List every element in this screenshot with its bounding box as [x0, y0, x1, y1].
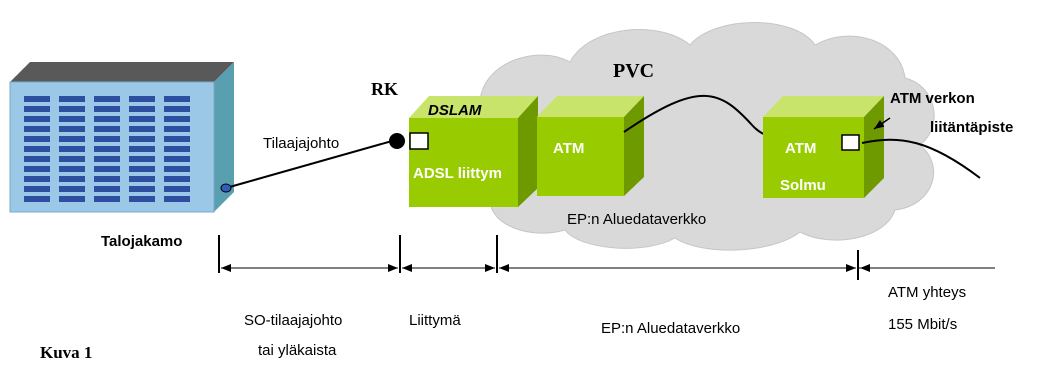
building-window — [129, 116, 155, 122]
atm-external-line — [861, 138, 981, 179]
dslam-box — [409, 96, 538, 207]
rk-label: RK — [371, 79, 398, 99]
adsl-label: ADSL liittym — [413, 165, 502, 182]
building-window — [59, 116, 85, 122]
building-window — [129, 96, 155, 102]
building-window — [94, 156, 120, 162]
building-window — [164, 176, 190, 182]
building-window — [24, 196, 50, 202]
building-window — [59, 96, 85, 102]
dslam-port — [409, 132, 429, 150]
building-window — [164, 156, 190, 162]
segment-liittyma: Liittymä — [409, 312, 461, 329]
talojakamo-connector — [220, 183, 232, 193]
building-window — [94, 186, 120, 192]
building-window — [24, 146, 50, 152]
talojakamo-label: Talojakamo — [101, 233, 182, 250]
building-window — [164, 186, 190, 192]
building-window — [94, 166, 120, 172]
segment-so-line1: SO-tilaajajohto — [244, 312, 342, 329]
building-window — [24, 116, 50, 122]
building-window — [59, 136, 85, 142]
building-window — [24, 96, 50, 102]
building-window — [129, 166, 155, 172]
segment-so-line2: tai yläkaista — [258, 342, 337, 359]
solmu-port — [841, 134, 860, 151]
building-window — [59, 126, 85, 132]
building-window — [59, 196, 85, 202]
tilaajajohto-line — [225, 140, 393, 189]
building-window — [129, 126, 155, 132]
building-window — [59, 146, 85, 152]
building-window — [59, 166, 85, 172]
building-window — [164, 196, 190, 202]
building-window — [94, 136, 120, 142]
atm-left-label: ATM — [553, 140, 584, 157]
building-window — [94, 116, 120, 122]
building-window — [94, 146, 120, 152]
pvc-label: PVC — [613, 60, 654, 82]
dimension-lines — [218, 235, 995, 280]
building-window — [164, 166, 190, 172]
rk-connector — [389, 133, 405, 149]
building-window — [129, 136, 155, 142]
building-windows — [24, 96, 190, 202]
building-window — [24, 166, 50, 172]
building-window — [59, 186, 85, 192]
building-window — [59, 176, 85, 182]
building-window — [129, 176, 155, 182]
liitantapiste-arrow — [873, 117, 891, 130]
building-window — [164, 116, 190, 122]
segment-ep: EP:n Aluedataverkko — [601, 320, 740, 337]
building-window — [129, 156, 155, 162]
cloud-label: EP:n Aluedataverkko — [567, 211, 706, 228]
building-window — [129, 106, 155, 112]
building-window — [24, 126, 50, 132]
tilaajajohto-label: Tilaajajohto — [263, 135, 339, 152]
building-window — [164, 136, 190, 142]
building-window — [129, 186, 155, 192]
building-window — [24, 106, 50, 112]
building-window — [94, 196, 120, 202]
building-window — [24, 156, 50, 162]
building — [9, 62, 234, 213]
solmu-label: Solmu — [780, 177, 826, 194]
building-window — [94, 96, 120, 102]
building-window — [164, 126, 190, 132]
figure-caption: Kuva 1 — [40, 343, 92, 362]
atm-verkon-label: ATM verkon — [890, 90, 975, 107]
building-window — [164, 106, 190, 112]
segment-atm-line1: ATM yhteys — [888, 284, 966, 301]
dslam-label: DSLAM — [428, 102, 482, 119]
building-window — [59, 106, 85, 112]
atm-right-label: ATM — [785, 140, 816, 157]
liitantapiste-label: liitäntäpiste — [930, 119, 1013, 136]
building-window — [24, 186, 50, 192]
building-window — [164, 146, 190, 152]
building-window — [24, 176, 50, 182]
building-window — [59, 156, 85, 162]
building-window — [94, 106, 120, 112]
building-window — [94, 126, 120, 132]
segment-atm-line2: 155 Mbit/s — [888, 316, 957, 333]
building-window — [164, 96, 190, 102]
building-window — [129, 146, 155, 152]
building-window — [129, 196, 155, 202]
building-window — [94, 176, 120, 182]
building-window — [24, 136, 50, 142]
